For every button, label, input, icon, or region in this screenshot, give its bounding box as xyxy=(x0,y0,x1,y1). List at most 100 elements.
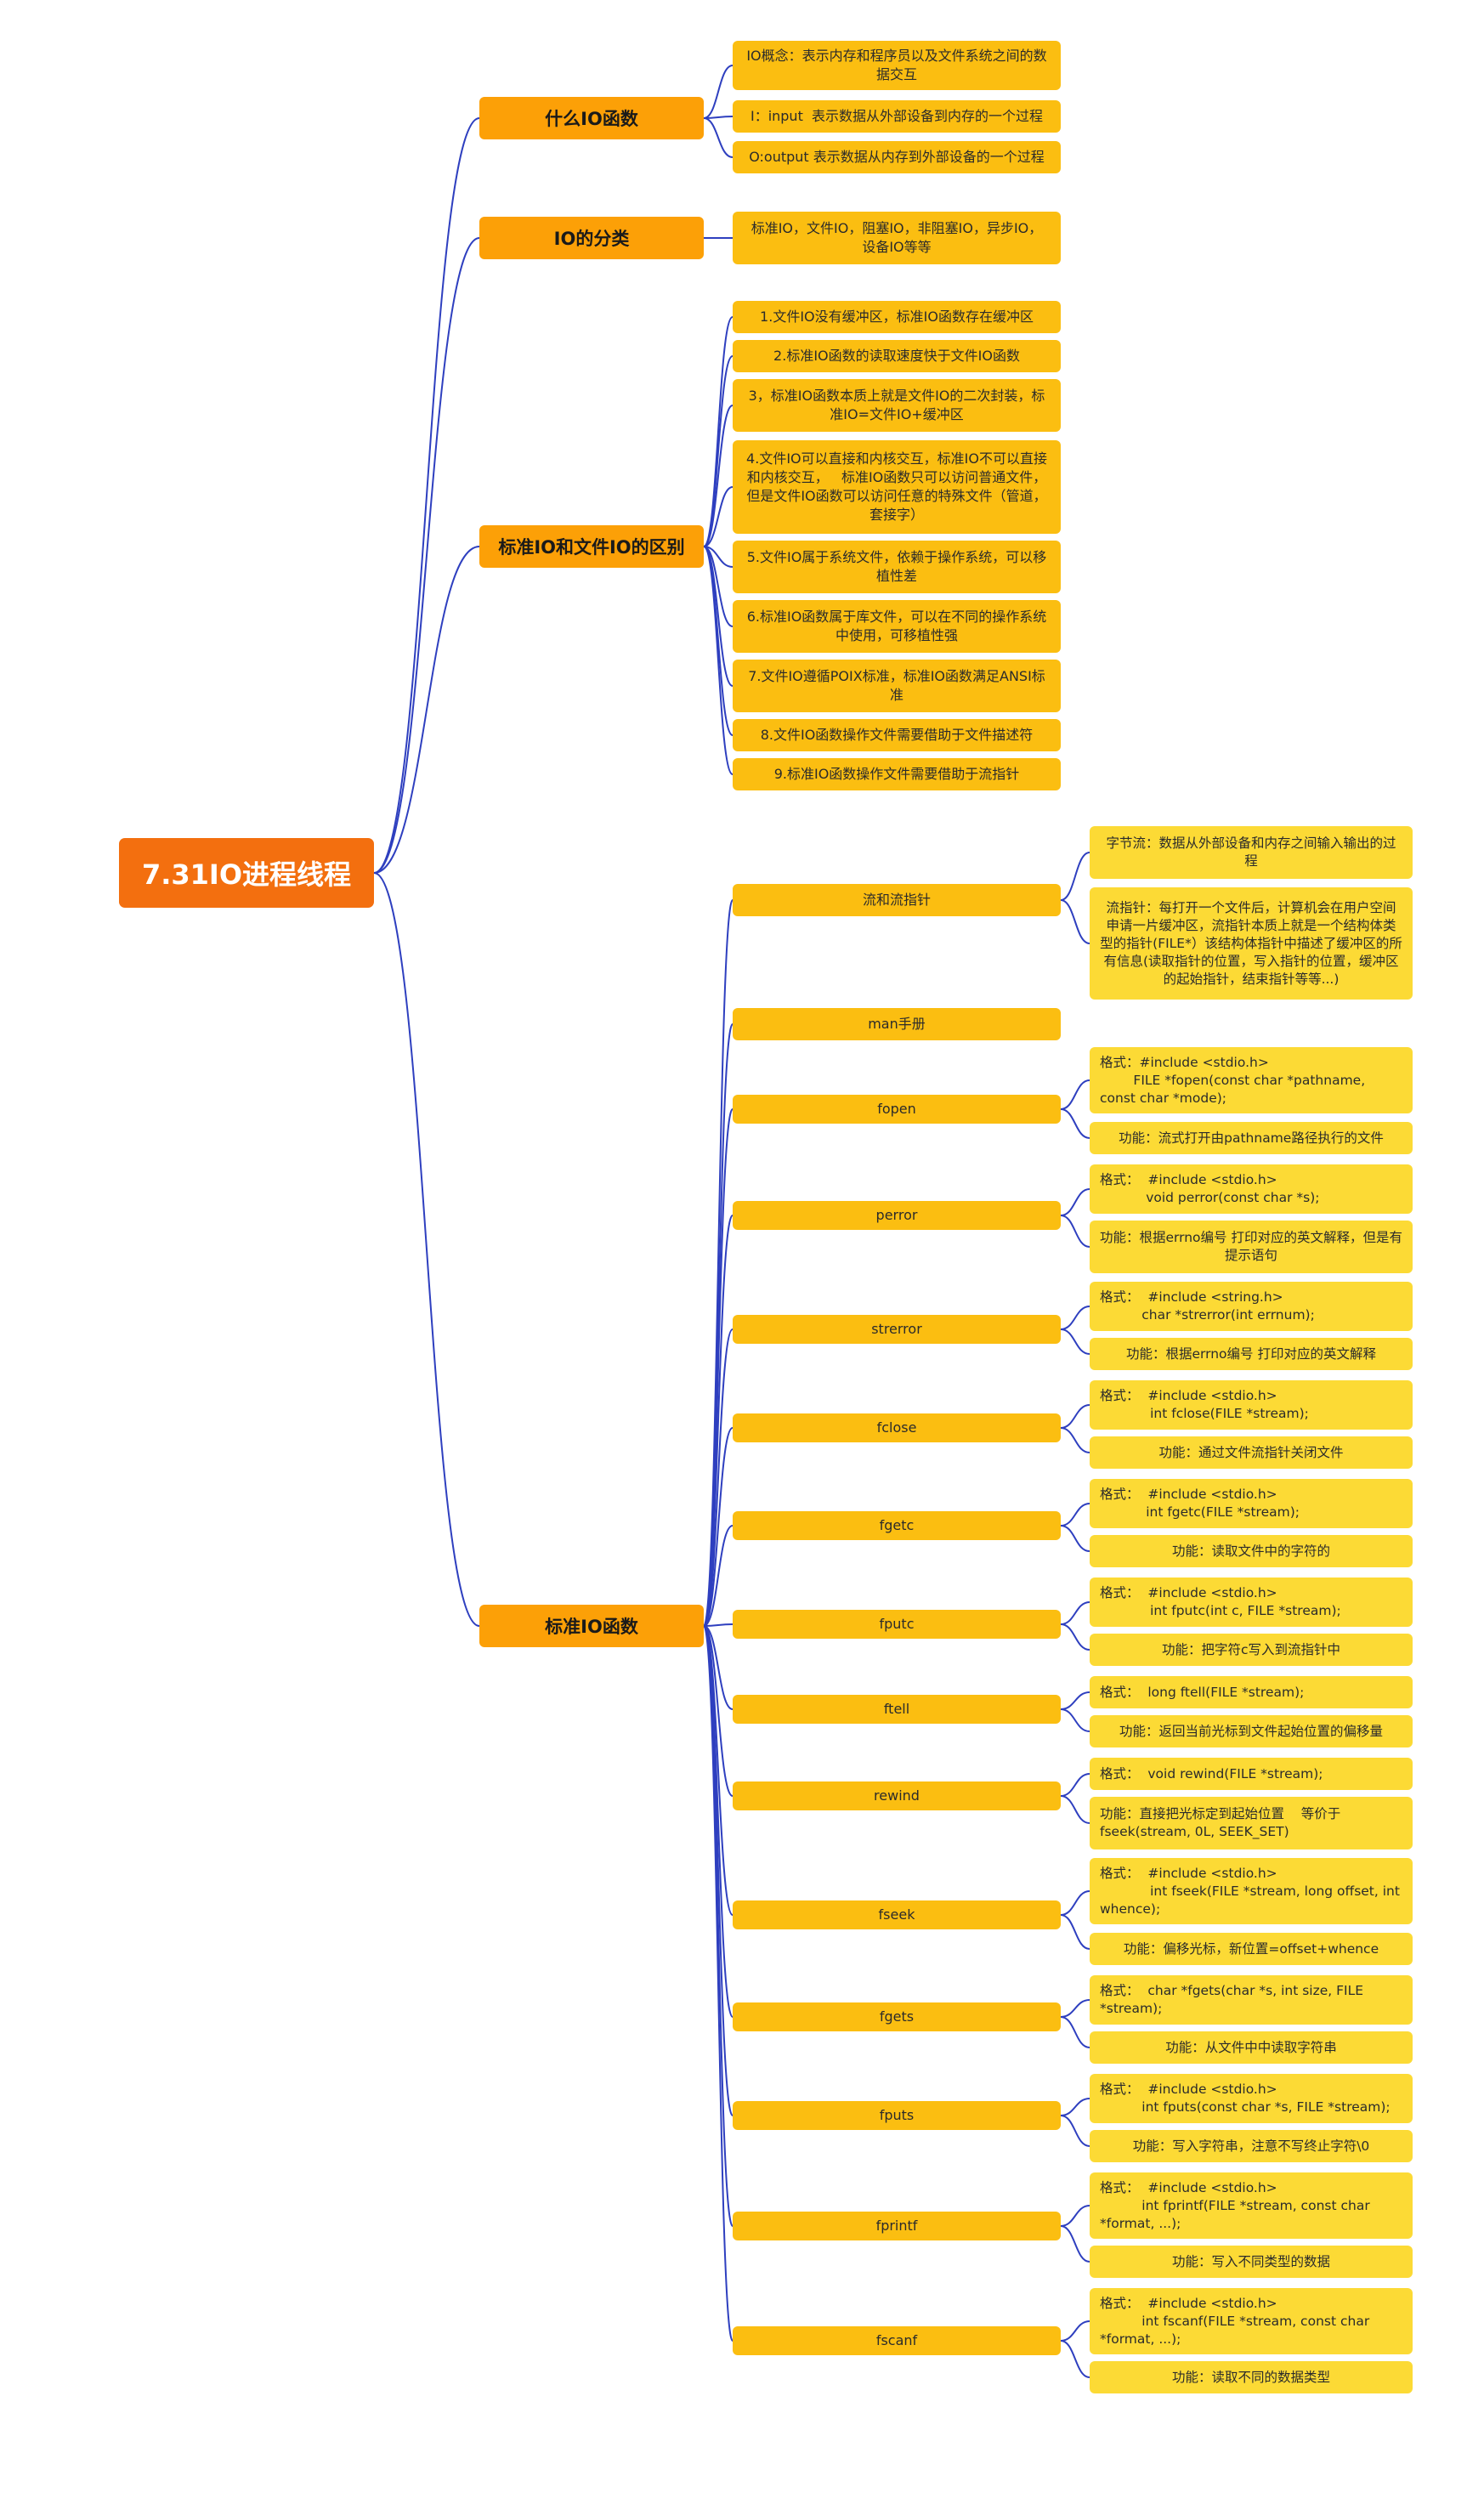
fgets-format[interactable]: 格式： char *fgets(char *s, int size, FILE … xyxy=(1090,1975,1413,2025)
connector-func-strerror xyxy=(703,1328,734,1627)
diff-item-5[interactable]: 5.文件IO属于系统文件，依赖于操作系统，可以移植性差 xyxy=(733,541,1061,593)
diff-item-6[interactable]: 6.标准IO函数属于库文件，可以在不同的操作系统中使用，可移植性强 xyxy=(733,600,1061,653)
func-fscanf[interactable]: fscanf xyxy=(733,2326,1061,2355)
diff-item-7[interactable]: 7.文件IO遵循POIX标准，标准IO函数满足ANSI标准 xyxy=(733,660,1061,712)
func-fopen[interactable]: fopen xyxy=(733,1095,1061,1124)
perror-function[interactable]: 功能：根据errno编号 打印对应的英文解释，但是有提示语句 xyxy=(1090,1221,1413,1273)
func-fputc[interactable]: fputc xyxy=(733,1610,1061,1639)
connector-fputs-format xyxy=(1060,2098,1090,2116)
fputc-format[interactable]: 格式： #include <stdio.h> int fputc(int c, … xyxy=(1090,1578,1413,1627)
fgetc-format[interactable]: 格式： #include <stdio.h> int fgetc(FILE *s… xyxy=(1090,1479,1413,1528)
func-ftell[interactable]: ftell xyxy=(733,1695,1061,1724)
connector-fputs-function xyxy=(1060,2115,1090,2147)
func-perror[interactable]: perror xyxy=(733,1201,1061,1230)
diff-item-2[interactable]: 2.标准IO函数的读取速度快于文件IO函数 xyxy=(733,340,1061,372)
connector-fgets-function xyxy=(1060,2016,1090,2048)
ftell-format[interactable]: 格式： long ftell(FILE *stream); xyxy=(1090,1676,1413,1708)
fopen-format[interactable]: 格式：#include <stdio.h> FILE *fopen(const … xyxy=(1090,1047,1413,1113)
func-fprintf[interactable]: fprintf xyxy=(733,2212,1061,2240)
connector-fgetc-format xyxy=(1060,1503,1090,1527)
connector-fgetc-function xyxy=(1060,1525,1090,1552)
connector-fprintf-function xyxy=(1060,2225,1090,2263)
connector-diff-item-9 xyxy=(703,546,734,775)
rewind-function[interactable]: 功能：直接把光标定到起始位置 等价于fseek(stream, 0L, SEEK… xyxy=(1090,1797,1413,1849)
func-fputs[interactable]: fputs xyxy=(733,2101,1061,2130)
fprintf-function[interactable]: 功能：写入不同类型的数据 xyxy=(1090,2246,1413,2278)
connector-func-perror xyxy=(703,1215,734,1627)
fscanf-function[interactable]: 功能：读取不同的数据类型 xyxy=(1090,2361,1413,2393)
func-rewind[interactable]: rewind xyxy=(733,1781,1061,1810)
fopen-function[interactable]: 功能：流式打开由pathname路径执行的文件 xyxy=(1090,1122,1413,1154)
func-stream-pointer[interactable]: 流和流指针 xyxy=(733,884,1061,916)
fclose-function[interactable]: 功能：通过文件流指针关闭文件 xyxy=(1090,1436,1413,1469)
diff-item-4[interactable]: 4.文件IO可以直接和内核交互，标准IO不可以直接和内核交互， 标准IO函数只可… xyxy=(733,440,1061,534)
connector-branch-std-io-functions xyxy=(373,872,480,1627)
branch-std-vs-file-io[interactable]: 标准IO和文件IO的区别 xyxy=(479,525,704,568)
branch-io-categories[interactable]: IO的分类 xyxy=(479,217,704,259)
connector-what-io-concept xyxy=(703,65,734,119)
connector-func-fputc xyxy=(703,1623,734,1627)
connector-fopen-format xyxy=(1060,1079,1090,1110)
connector-fseek-function xyxy=(1060,1914,1090,1950)
connector-fclose-format xyxy=(1060,1404,1090,1429)
connector-func-fclose xyxy=(703,1427,734,1627)
connector-stream-byte-stream-note xyxy=(1060,852,1090,901)
fclose-format[interactable]: 格式： #include <stdio.h> int fclose(FILE *… xyxy=(1090,1380,1413,1430)
connector-perror-function xyxy=(1060,1215,1090,1248)
func-strerror[interactable]: strerror xyxy=(733,1315,1061,1344)
fprintf-format[interactable]: 格式： #include <stdio.h> int fprintf(FILE … xyxy=(1090,2172,1413,2239)
what-io-input[interactable]: I：input 表示数据从外部设备到内存的一个过程 xyxy=(733,100,1061,133)
func-man-pages[interactable]: man手册 xyxy=(733,1008,1061,1040)
func-fclose[interactable]: fclose xyxy=(733,1413,1061,1442)
fgets-function[interactable]: 功能：从文件中中读取字符串 xyxy=(1090,2031,1413,2064)
connector-fseek-format xyxy=(1060,1890,1090,1916)
fseek-function[interactable]: 功能：偏移光标，新位置=offset+whence xyxy=(1090,1933,1413,1965)
connector-fputc-format xyxy=(1060,1601,1090,1625)
fputc-function[interactable]: 功能：把字符c写入到流指针中 xyxy=(1090,1634,1413,1666)
connector-ftell-function xyxy=(1060,1708,1090,1732)
fputs-format[interactable]: 格式： #include <stdio.h> int fputs(const c… xyxy=(1090,2074,1413,2123)
func-fgetc[interactable]: fgetc xyxy=(733,1511,1061,1540)
func-fgets[interactable]: fgets xyxy=(733,2002,1061,2031)
diff-item-3[interactable]: 3，标准IO函数本质上就是文件IO的二次封装，标准IO=文件IO+缓冲区 xyxy=(733,379,1061,432)
connector-strerror-function xyxy=(1060,1328,1090,1355)
connector-fscanf-format xyxy=(1060,2320,1090,2342)
branch-std-io-functions[interactable]: 标准IO函数 xyxy=(479,1605,704,1647)
io-category-list[interactable]: 标准IO，文件IO，阻塞IO，非阻塞IO，异步IO，设备IO等等 xyxy=(733,212,1061,264)
branch-what-is-io[interactable]: 什么IO函数 xyxy=(479,97,704,139)
what-io-concept[interactable]: IO概念：表示内存和程序员以及文件系统之间的数据交互 xyxy=(733,41,1061,90)
what-io-output[interactable]: O:output 表示数据从内存到外部设备的一个过程 xyxy=(733,141,1061,173)
ftell-function[interactable]: 功能：返回当前光标到文件起始位置的偏移量 xyxy=(1090,1715,1413,1747)
connector-func-rewind xyxy=(703,1625,734,1797)
diff-item-1[interactable]: 1.文件IO没有缓冲区，标准IO函数存在缓冲区 xyxy=(733,301,1061,333)
func-fseek[interactable]: fseek xyxy=(733,1900,1061,1929)
strerror-function[interactable]: 功能：根据errno编号 打印对应的英文解释 xyxy=(1090,1338,1413,1370)
connector-rewind-function xyxy=(1060,1795,1090,1824)
strerror-format[interactable]: 格式： #include <string.h> char *strerror(i… xyxy=(1090,1282,1413,1331)
connector-fclose-function xyxy=(1060,1427,1090,1453)
fscanf-format[interactable]: 格式： #include <stdio.h> int fscanf(FILE *… xyxy=(1090,2288,1413,2354)
connector-fopen-function xyxy=(1060,1108,1090,1139)
stream-byte-stream-note[interactable]: 字节流：数据从外部设备和内存之间输入输出的过程 xyxy=(1090,826,1413,879)
diff-item-8[interactable]: 8.文件IO函数操作文件需要借助于文件描述符 xyxy=(733,719,1061,751)
perror-format[interactable]: 格式： #include <stdio.h> void perror(const… xyxy=(1090,1164,1413,1214)
fgetc-function[interactable]: 功能：读取文件中的字符的 xyxy=(1090,1535,1413,1567)
connector-branch-std-vs-file-io xyxy=(373,546,480,874)
connector-what-io-output xyxy=(703,117,734,158)
connector-fputc-function xyxy=(1060,1623,1090,1651)
fseek-format[interactable]: 格式： #include <stdio.h> int fseek(FILE *s… xyxy=(1090,1858,1413,1924)
connector-diff-item-4 xyxy=(703,486,734,547)
diff-item-9[interactable]: 9.标准IO函数操作文件需要借助于流指针 xyxy=(733,758,1061,790)
connector-diff-item-8 xyxy=(703,546,734,736)
connector-func-fputs xyxy=(703,1625,734,2116)
connector-branch-what-is-io xyxy=(373,117,480,874)
root-topic[interactable]: 7.31IO进程线程 xyxy=(119,838,374,908)
rewind-format[interactable]: 格式： void rewind(FILE *stream); xyxy=(1090,1758,1413,1790)
stream-pointer-note[interactable]: 流指针：每打开一个文件后，计算机会在用户空间申请一片缓冲区，流指针本质上就是一个… xyxy=(1090,887,1413,1000)
connector-diff-item-3 xyxy=(703,405,734,547)
fputs-function[interactable]: 功能：写入字符串，注意不写终止字符\0 xyxy=(1090,2130,1413,2162)
connector-branch-io-categories xyxy=(373,237,480,874)
connector-perror-format xyxy=(1060,1188,1090,1216)
connector-fscanf-function xyxy=(1060,2340,1090,2378)
